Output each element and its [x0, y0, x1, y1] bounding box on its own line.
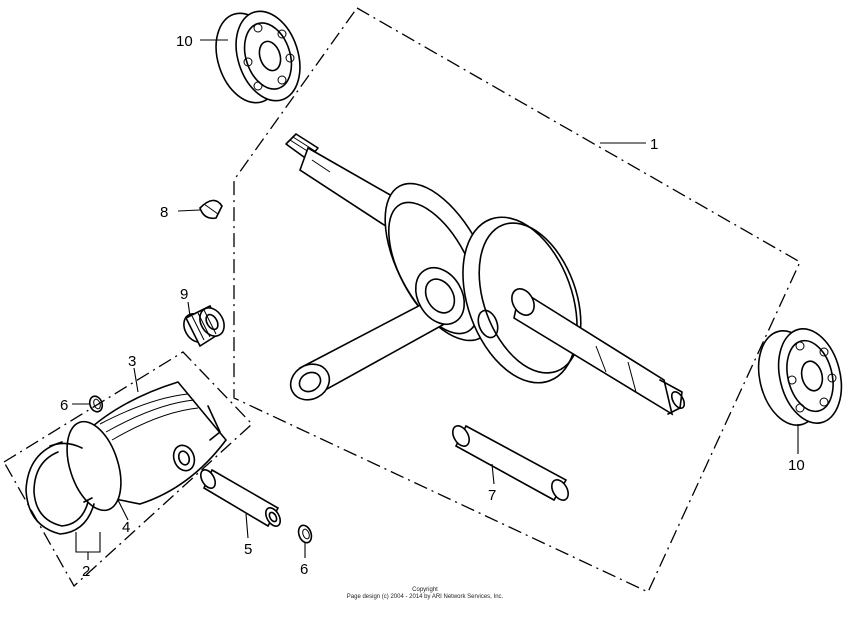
bearing-top: [215, 10, 301, 104]
piston-rings: [25, 441, 95, 535]
callout-8: 8: [160, 204, 168, 221]
callout-6-left: 6: [60, 397, 68, 414]
copyright-notice: Copyright Page design (c) 2004 - 2014 by…: [300, 587, 550, 601]
bearing-right: [757, 328, 843, 426]
crankshaft: [285, 133, 686, 416]
piston-assembly-boundary: [3, 351, 253, 588]
piston-pin-clip-left: [88, 395, 104, 413]
piston-pin: [199, 468, 282, 528]
copyright-line-1: Copyright: [412, 587, 438, 593]
crank-pin: [452, 424, 569, 502]
callout-1: 1: [650, 136, 658, 153]
callout-6-right: 6: [300, 561, 308, 578]
callout-5: 5: [244, 541, 252, 558]
callout-4: 4: [122, 519, 130, 536]
callout-2: 2: [82, 563, 90, 580]
leader-lines: [72, 39, 799, 560]
callout-10-top: 10: [176, 33, 193, 50]
callout-9: 9: [180, 286, 188, 303]
callout-10-right: 10: [788, 457, 805, 474]
piston-pin-clip-right: [297, 524, 313, 544]
copyright-line-2: Page design (c) 2004 - 2014 by ARI Netwo…: [346, 594, 504, 600]
woodruff-key: [199, 199, 223, 220]
callout-7: 7: [488, 487, 496, 504]
needle-bearing: [183, 304, 225, 348]
crankshaft-assembly-boundary: [233, 7, 801, 593]
piston: [66, 381, 228, 512]
callout-3: 3: [128, 353, 136, 370]
